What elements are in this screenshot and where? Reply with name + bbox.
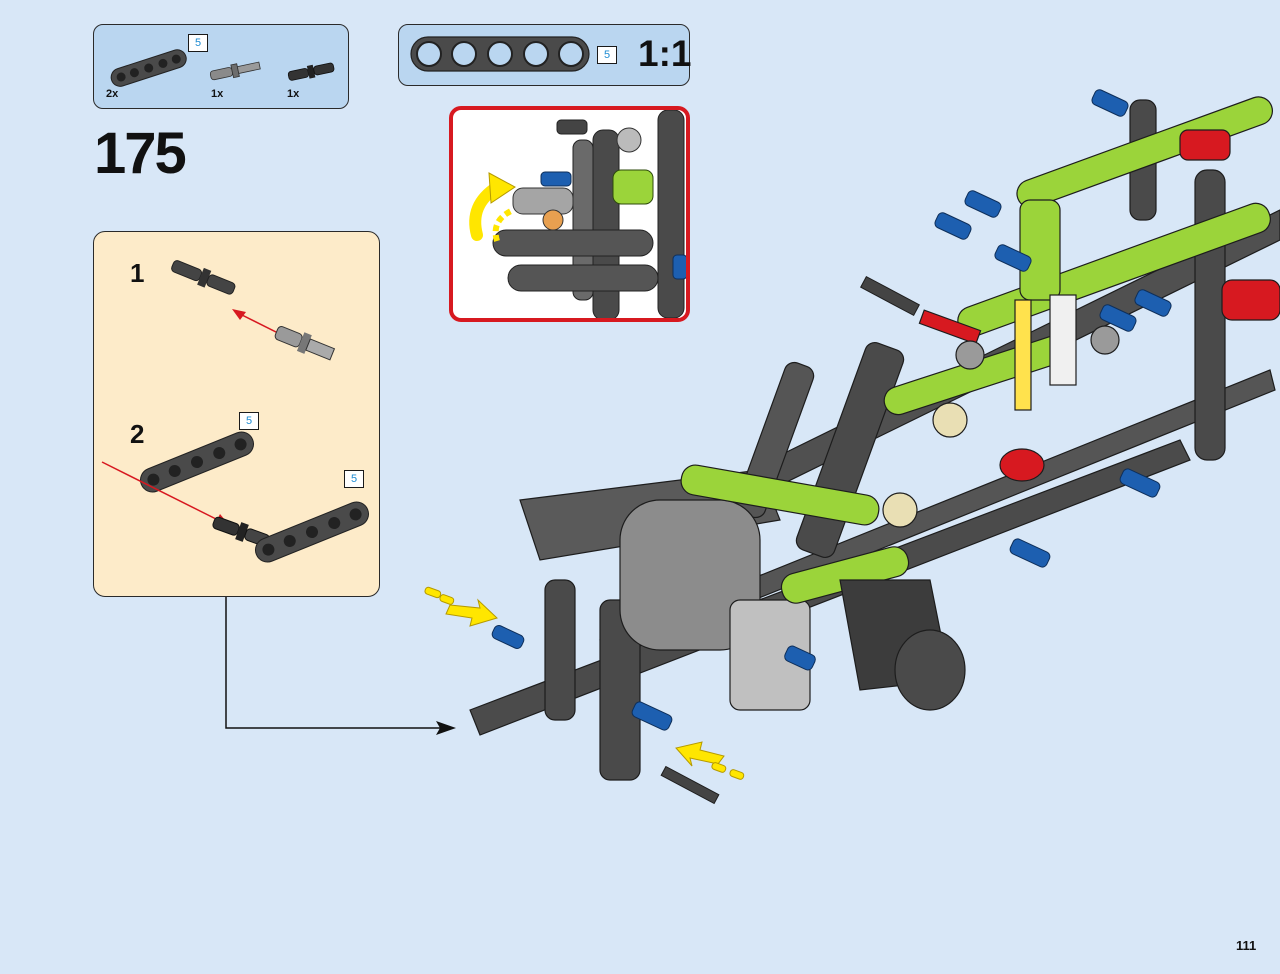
scale-label: 1:1 xyxy=(638,33,692,74)
substep-2-number: 2 xyxy=(130,419,145,449)
pin-icon xyxy=(287,62,335,81)
substep-panel: 1 2 5 5 xyxy=(93,231,380,597)
zoom-detail-illustration xyxy=(492,110,686,318)
beam-icon xyxy=(110,49,187,87)
rotate-arrow-icon xyxy=(469,172,516,242)
zoom-detail-callout xyxy=(449,106,690,322)
substep-2-illustration xyxy=(101,431,370,563)
beam-length-badge: 5 xyxy=(188,34,208,52)
substep-1-number: 1 xyxy=(130,258,145,288)
parts-callout: 5 2x 1x 1x xyxy=(93,24,349,109)
ruler-callout: 5 xyxy=(398,24,690,86)
pin-quantity: 1x xyxy=(287,88,300,100)
step-number: 175 xyxy=(94,121,187,186)
insert-arrow-icon xyxy=(232,309,246,320)
ruler-length-badge: 5 xyxy=(597,46,617,64)
axle-pin-quantity: 1x xyxy=(211,88,224,100)
substep-2-badge-a: 5 xyxy=(239,412,259,430)
substep-1-illustration xyxy=(171,260,336,361)
ruler-icon xyxy=(410,36,590,72)
page-number: 111 xyxy=(1236,938,1257,953)
beam-quantity: 2x xyxy=(106,88,119,100)
axle-pin-icon xyxy=(209,61,261,81)
substep-2-badge-b: 5 xyxy=(344,470,364,488)
